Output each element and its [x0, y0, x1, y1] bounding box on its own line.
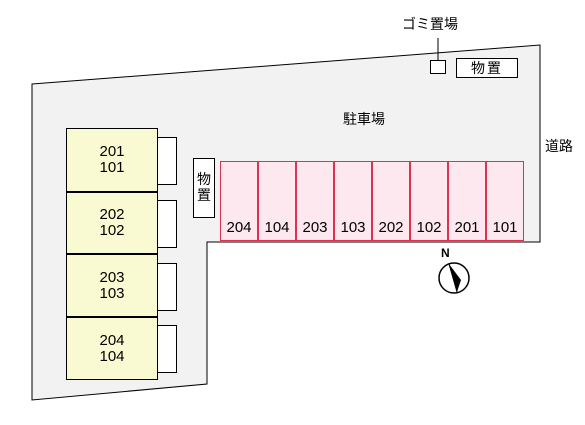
parking-space: 203	[296, 161, 334, 241]
balcony	[158, 137, 177, 185]
unit-number-lower: 102	[99, 222, 125, 239]
storage-shed-top-label: 物置	[471, 61, 503, 77]
unit-number-upper: 204	[99, 331, 125, 349]
unit-number-lower: 104	[99, 347, 125, 365]
north-arrow-icon	[438, 262, 470, 294]
parking-space-number: 104	[264, 219, 290, 236]
trash-area	[430, 60, 446, 74]
parking-space-number: 202	[378, 219, 404, 236]
parking-space: 103	[334, 161, 372, 241]
parking-space-number: 203	[302, 219, 328, 236]
trash-area-label: ゴミ置場	[402, 17, 458, 33]
road-label: 道路	[545, 139, 573, 155]
parking-label: 駐車場	[343, 112, 385, 128]
unit-block-3: 203 103	[66, 254, 158, 317]
unit-number-upper: 202	[99, 206, 125, 223]
unit-block-1: 201 101	[66, 128, 158, 192]
parking-space: 201	[448, 161, 486, 241]
parking-space-number: 201	[454, 219, 480, 236]
parking-space: 102	[410, 161, 448, 241]
unit-block-4: 204 104	[66, 317, 158, 380]
parking-space-number: 102	[416, 219, 442, 236]
north-label: N	[441, 246, 450, 260]
parking-space: 204	[220, 161, 258, 241]
storage-shed-top: 物置	[456, 58, 518, 78]
unit-block-2: 202 102	[66, 192, 158, 254]
balcony	[158, 325, 177, 373]
parking-space: 202	[372, 161, 410, 241]
balcony	[158, 263, 177, 311]
storage-shed-side-char-1: 物	[197, 172, 211, 188]
storage-shed-side-char-2: 置	[197, 188, 211, 204]
unit-number-lower: 103	[99, 284, 125, 302]
unit-number-upper: 201	[99, 143, 125, 160]
parking-space-number: 204	[226, 219, 252, 236]
parking-space-number: 101	[492, 219, 518, 236]
unit-number-lower: 101	[99, 159, 125, 176]
parking-space: 101	[486, 161, 524, 241]
storage-shed-side: 物 置	[193, 158, 215, 218]
balcony	[158, 200, 177, 248]
parking-space: 104	[258, 161, 296, 241]
parking-space-number: 103	[340, 219, 366, 236]
unit-number-upper: 203	[99, 268, 125, 286]
